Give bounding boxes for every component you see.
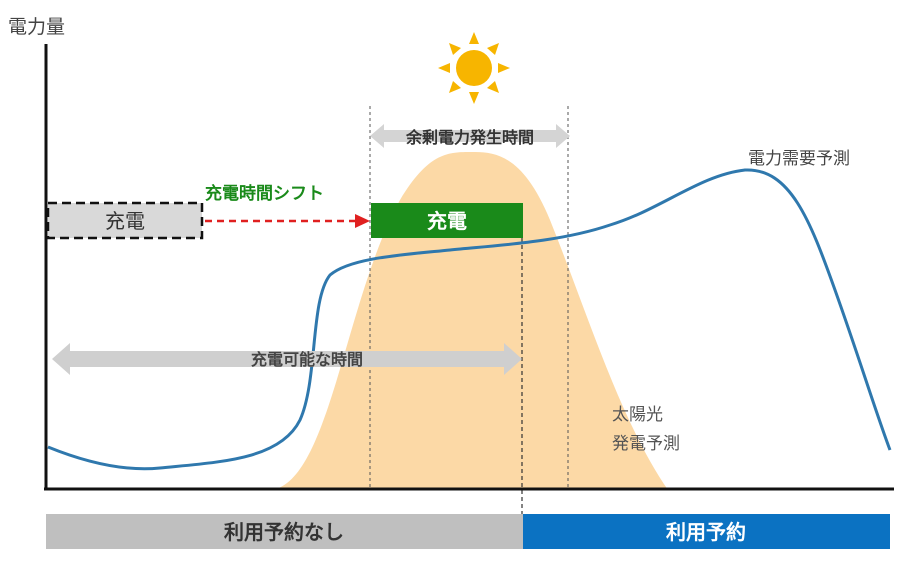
sun-icon bbox=[438, 32, 510, 104]
surplus-period-label: 余剰電力発生時間 bbox=[405, 128, 534, 147]
shift-arrow-head bbox=[355, 214, 370, 228]
reservation-bar bbox=[523, 514, 890, 549]
demand-forecast-label: 電力需要予測 bbox=[748, 149, 850, 169]
solar-forecast-label-2: 発電予測 bbox=[612, 434, 680, 454]
no-reservation-label: 利用予約なし bbox=[224, 520, 344, 544]
y-axis-label: 電力量 bbox=[8, 16, 65, 38]
solar-forecast-label-1: 太陽光 bbox=[612, 405, 663, 425]
chargeable-period-label: 充電可能な時間 bbox=[251, 350, 363, 369]
reservation-label: 利用予約 bbox=[666, 520, 746, 544]
surplus-period-arrow bbox=[370, 124, 570, 148]
shift-label: 充電時間シフト bbox=[205, 183, 324, 204]
solar-generation-area bbox=[272, 151, 668, 491]
chargeable-period-arrow bbox=[52, 343, 522, 375]
no-reservation-bar bbox=[46, 514, 523, 549]
demand-forecast-line bbox=[47, 168, 892, 471]
original-charge-block bbox=[46, 201, 204, 240]
shifted-charge-label: 充電 bbox=[427, 209, 467, 233]
original-charge-label: 充電 bbox=[105, 209, 145, 233]
shifted-charge-block bbox=[371, 203, 523, 238]
